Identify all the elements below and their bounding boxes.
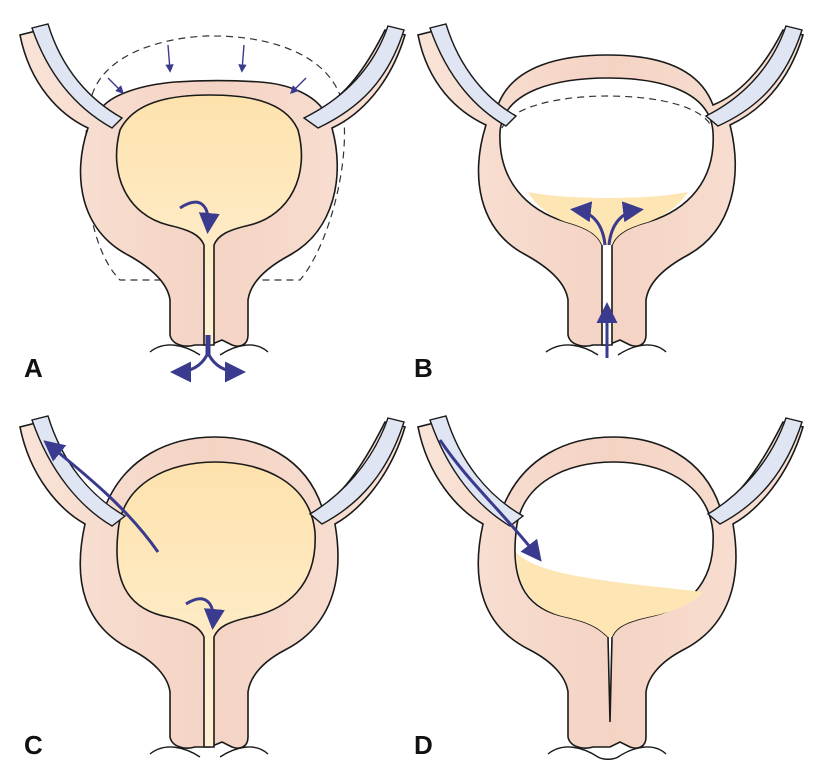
perineum-line	[149, 746, 269, 758]
right-ureter	[704, 25, 803, 127]
bladder-lumen-urine	[116, 461, 316, 748]
flow-into-urethra-arrow	[185, 597, 225, 630]
panel-label-b: B	[414, 353, 433, 383]
panel-d: D	[414, 415, 805, 760]
left-ureter	[429, 23, 518, 127]
left-ureter	[429, 415, 525, 527]
flow-into-urethra-arrow	[179, 200, 220, 234]
perineum-line	[149, 344, 269, 356]
residual-urine	[516, 552, 703, 637]
drainage-arrow	[438, 439, 542, 562]
panel-b: B	[414, 23, 805, 383]
perineum-line	[545, 344, 667, 356]
reflux-arrow	[43, 440, 160, 553]
panel-label-a: A	[24, 353, 43, 383]
panel-a: A	[19, 23, 407, 383]
voiding-arrow-left	[170, 335, 209, 383]
milk-back-arrow-right	[607, 201, 644, 246]
left-ureter	[31, 23, 124, 129]
residual-urine	[528, 192, 688, 245]
contraction-arrows	[107, 44, 307, 94]
right-ureter	[308, 417, 405, 525]
right-ureter	[302, 25, 405, 129]
perineum-line	[547, 746, 667, 760]
voiding-arrow-right	[207, 335, 246, 383]
panel-c: C	[19, 415, 407, 760]
milk-back-arrow-left	[570, 201, 607, 246]
dashed-expanded-outline	[84, 35, 346, 281]
panel-label-c: C	[24, 730, 43, 760]
dashed-contracted-outline	[501, 95, 713, 129]
right-ureter	[706, 417, 803, 525]
panel-label-d: D	[414, 730, 433, 760]
